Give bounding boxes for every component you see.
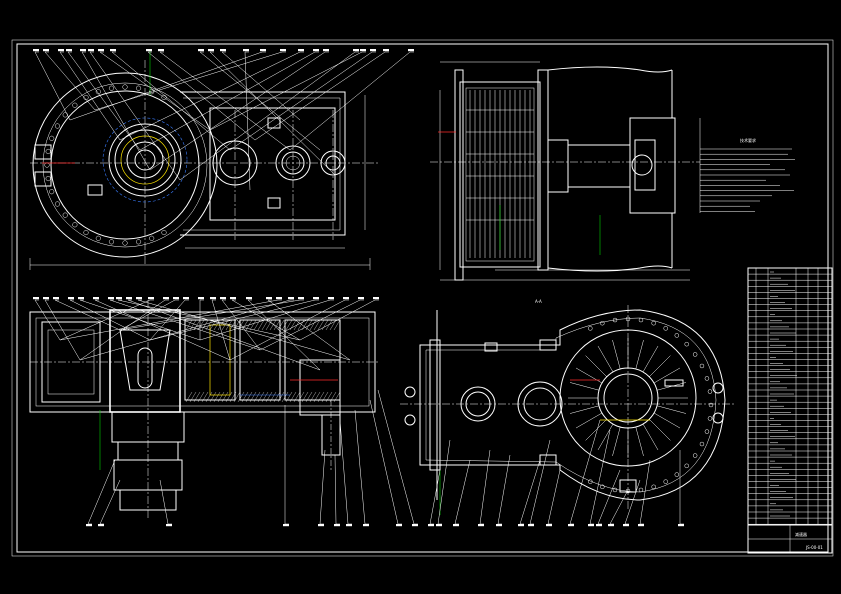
view-drum-top-right <box>430 61 701 281</box>
view-a-a-bottom-right: A-A <box>400 299 735 515</box>
section-label: A-A <box>535 299 542 304</box>
view-section-bottom-left <box>29 300 380 520</box>
title-block-name: 减速器 <box>795 531 807 537</box>
leader-lines-view-1 <box>33 49 414 191</box>
notes-heading: 技术要求 <box>740 137 756 143</box>
parts-list-table: 减速器 JS-00-01 <box>747 267 833 554</box>
title-block-code: JS-00-01 <box>805 545 823 550</box>
drawing-frame <box>11 39 834 557</box>
technical-notes: 技术要求 <box>700 137 795 212</box>
leader-lines-view-3 <box>33 297 418 527</box>
leader-lines-view-4 <box>428 419 684 527</box>
